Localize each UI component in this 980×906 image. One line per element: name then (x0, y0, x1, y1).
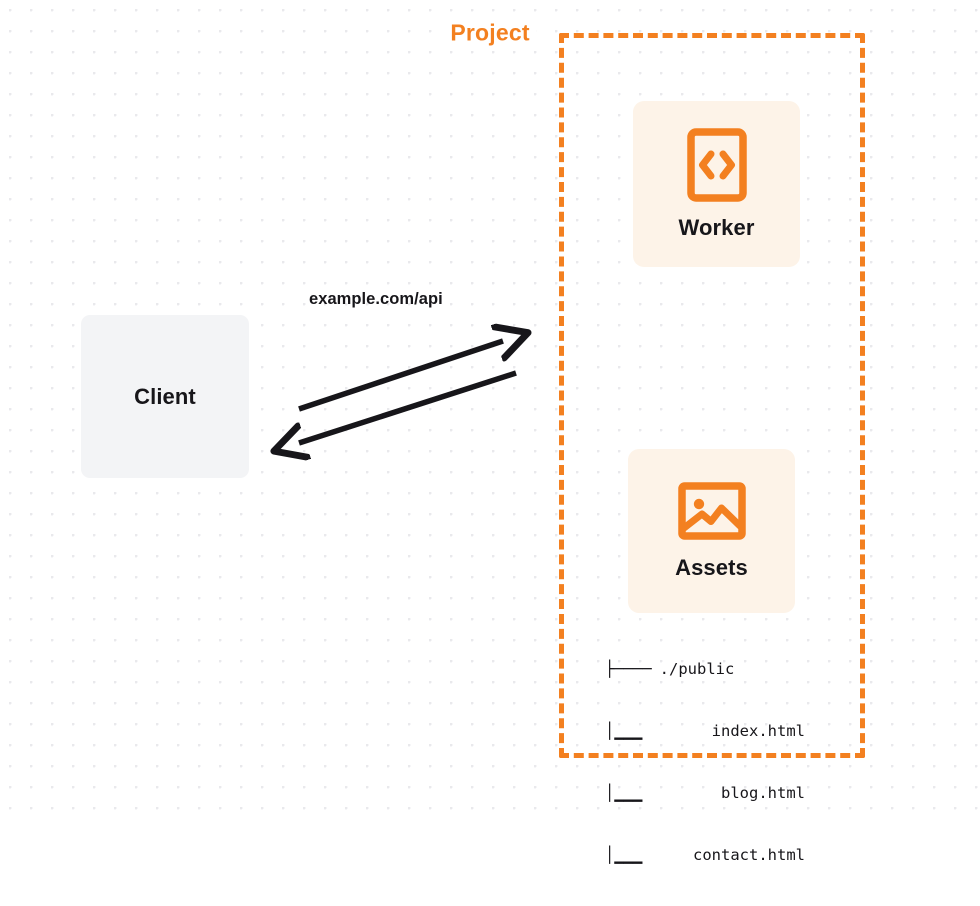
tree-branch-glyph: │▁▁▁ (605, 721, 643, 740)
connection-label: example.com/api (309, 290, 443, 308)
project-container (559, 33, 865, 758)
tree-item-name: contact.html (693, 845, 805, 864)
client-node[interactable]: Client (81, 315, 249, 478)
assets-label: Assets (675, 554, 748, 580)
tree-item-name: index.html (711, 721, 805, 740)
client-label: Client (134, 383, 196, 409)
tree-branch-glyph: │▁▁▁ (605, 845, 643, 864)
assets-file-tree: ├──── ./public │▁▁▁ index.html │▁▁▁ blog… (605, 618, 805, 906)
image-icon (677, 481, 746, 540)
response-arrow (299, 370, 517, 443)
tree-row: │▁▁▁ index.html (605, 721, 805, 742)
assets-card[interactable]: Assets (628, 449, 795, 613)
tree-item-name: blog.html (721, 783, 805, 802)
worker-card[interactable]: Worker (633, 101, 800, 267)
tree-row: ├──── ./public (605, 659, 805, 680)
tree-item-name: ./public (659, 660, 735, 679)
tree-branch-glyph: ├──── (605, 660, 652, 679)
project-title: Project (443, 19, 537, 47)
request-arrow (298, 341, 503, 412)
tree-row: │▁▁▁ contact.html (605, 845, 805, 866)
code-brackets-icon (686, 127, 747, 202)
tree-row: │▁▁▁ blog.html (605, 783, 805, 804)
tree-branch-glyph: │▁▁▁ (605, 783, 643, 802)
worker-label: Worker (678, 214, 755, 240)
diagram-canvas: Client example.com/api Project Work (0, 0, 980, 864)
